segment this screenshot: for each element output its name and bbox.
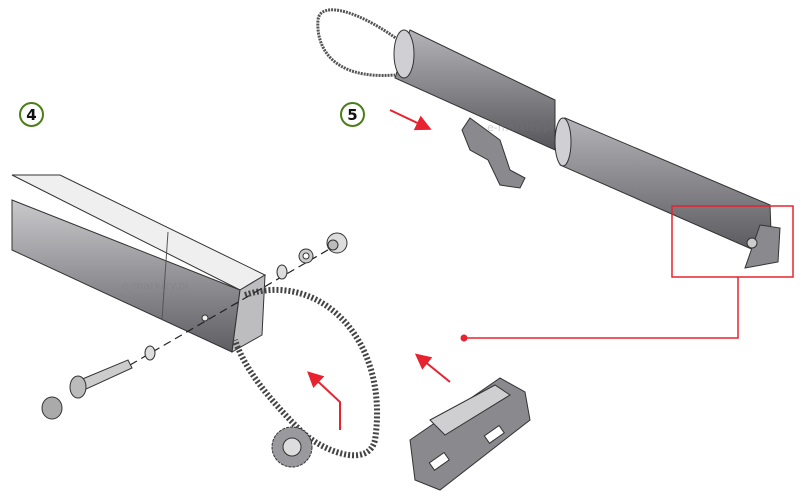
cap-nut: [326, 232, 348, 254]
step-badge-4: 4: [19, 102, 44, 127]
arrow-plate: [414, 353, 451, 383]
washer-upper: [276, 264, 288, 280]
arm-tube-lower: [554, 117, 781, 269]
arm-tube-upper: [393, 29, 556, 151]
detail-leader-dot: [460, 334, 468, 342]
detail-highlight-box: [671, 205, 794, 278]
watermark-left: e-markizy.pl: [122, 279, 189, 292]
bolt: [69, 359, 133, 399]
detail-leader-line: [464, 277, 739, 339]
arm-profile-left: [11, 174, 267, 353]
end-cap: [41, 396, 63, 420]
arrow-step5: [389, 109, 432, 131]
arm-bracket: [461, 117, 526, 189]
washer-lower: [144, 345, 156, 361]
belt-left: [232, 287, 380, 459]
mounting-plate: [409, 377, 531, 491]
watermark-right: e-markizy.pl: [487, 121, 554, 134]
step-badge-5: 5: [340, 102, 365, 127]
arrow-belt: [307, 371, 341, 430]
nut: [298, 248, 314, 264]
pulley: [271, 426, 313, 468]
belt-top: [316, 8, 406, 77]
